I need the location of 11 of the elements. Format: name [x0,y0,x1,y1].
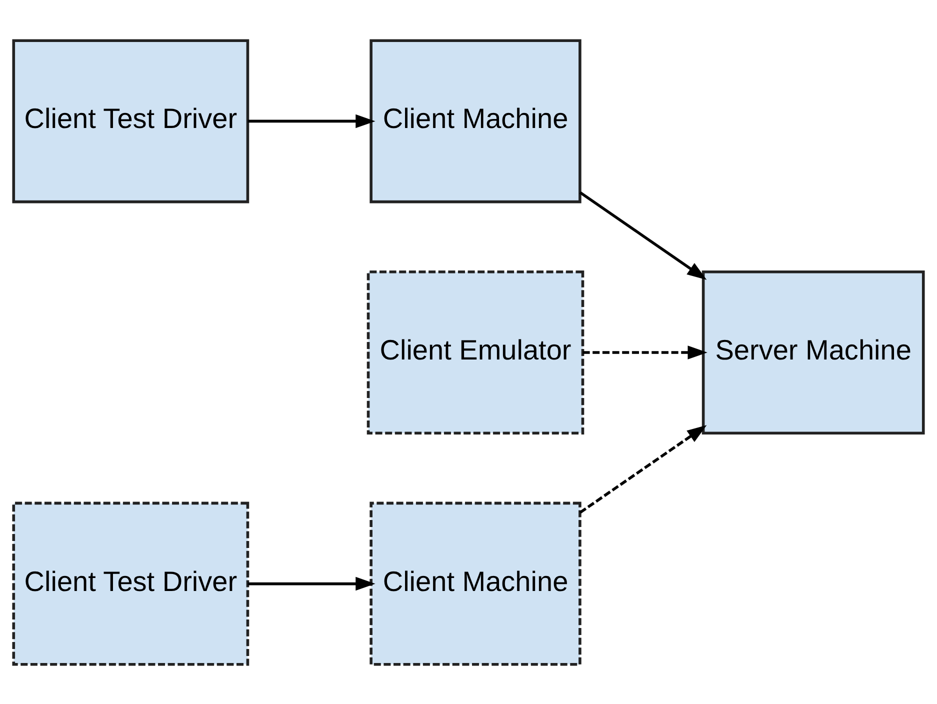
arrow [248,114,376,128]
arrow [579,190,707,280]
node-box: Client Test Driver [12,38,250,203]
node-box: Client Test Driver [12,501,250,666]
node-box: Client Machine [370,38,582,203]
arrow [582,345,708,359]
node-box: Client Machine [370,501,582,666]
node-box: Server Machine [702,270,925,434]
arrow [579,424,707,514]
arrow [248,576,376,590]
node-box: Client Emulator [366,270,584,434]
